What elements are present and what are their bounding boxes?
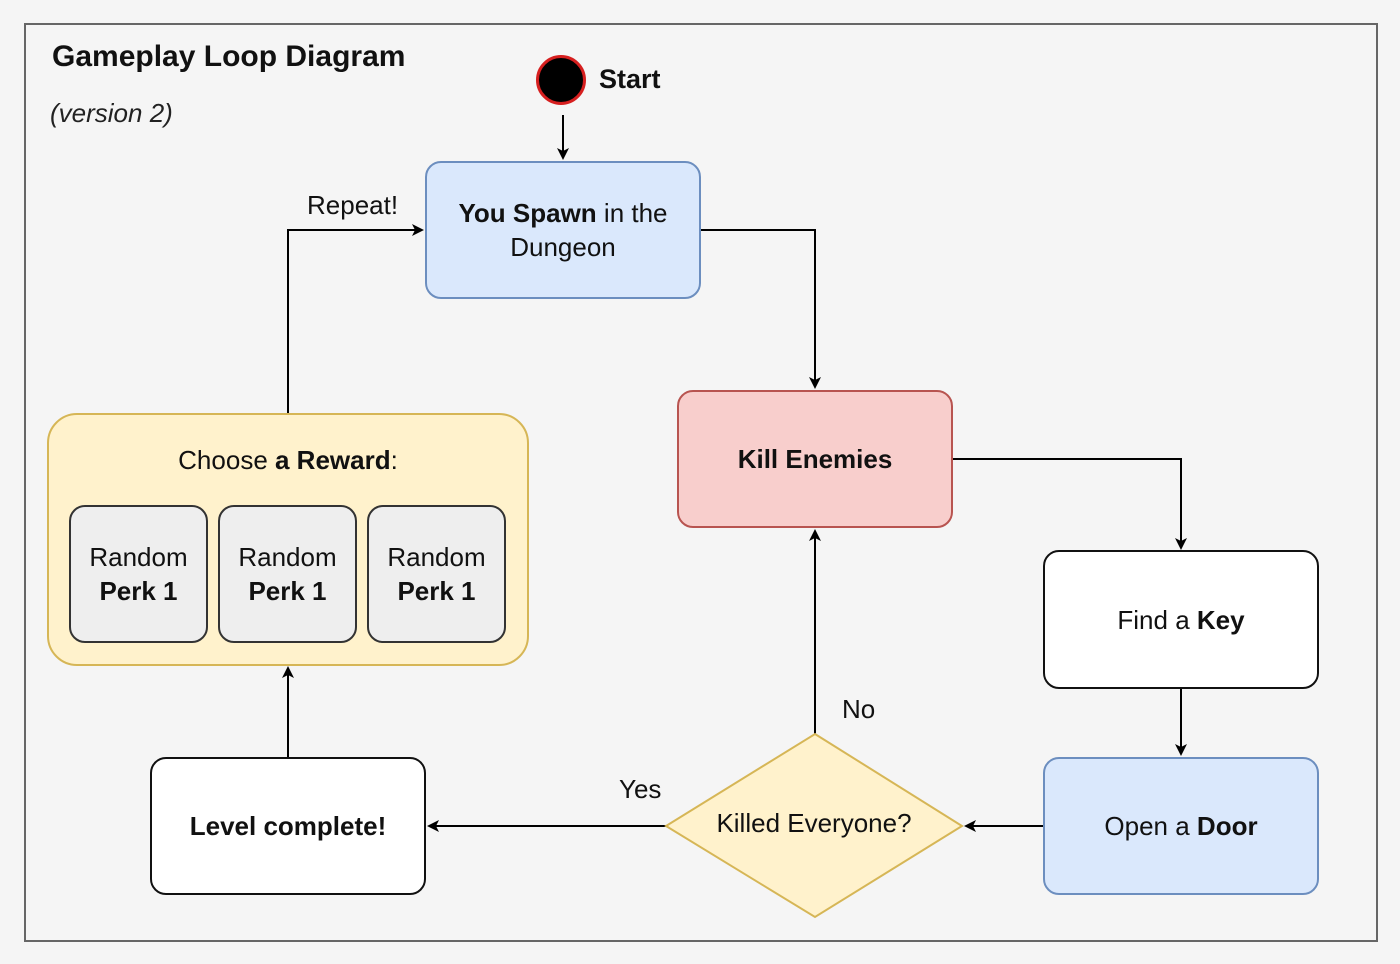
find-key-bold: Key [1196,604,1245,635]
kill-enemies-node: Kill Enemies [677,390,953,528]
level-complete-node: Level complete! [150,757,426,895]
reward-bold: a Reward [275,445,391,475]
open-door-label: Open a Door [1104,809,1257,843]
reward-title: Choose a Reward: [178,443,398,477]
edge-label-no: No [842,694,876,724]
start-node [536,55,586,105]
find-key-label: Find a Key [1117,603,1244,637]
level-complete-label: Level complete! [189,811,387,841]
decision-diamond [664,732,964,919]
spawn-line1: You Spawn in the [458,196,667,230]
spawn-node: You Spawn in the Dungeon [425,161,701,299]
perk-line1: Random [238,542,337,572]
kill-enemies-label: Kill Enemies [737,444,893,474]
open-door-bold: Door [1196,811,1258,841]
edge-label-yes: Yes [619,774,662,804]
decision-label: Killed Everyone? [716,808,912,838]
edge-kill-to-find-key [953,458,1187,550]
edge-spawn-to-kill [701,229,821,389]
start-label: Start [599,64,661,94]
find-key-pre: Find a [1117,604,1197,635]
spawn-bold: You Spawn [458,198,597,228]
perk-line2: Perk 1 [99,576,178,606]
reward-pre: Choose [178,445,275,475]
perk-option[interactable]: Random Perk 1 [69,505,208,643]
perk-line2: Perk 1 [397,576,476,606]
perk-option[interactable]: Random Perk 1 [367,505,506,643]
reward-post: : [390,445,398,475]
perk-option[interactable]: Random Perk 1 [218,505,357,643]
find-key-node: Find a Key [1043,550,1319,689]
edge-reward-to-spawn [287,224,424,413]
edge-label-repeat: Repeat! [307,190,399,220]
diagram-subtitle: (version 2) [50,98,173,128]
open-door-pre: Open a [1104,811,1197,841]
perk-line2: Perk 1 [248,576,327,606]
open-door-node: Open a Door [1043,757,1319,895]
perk-line1: Random [387,542,486,572]
spawn-line2: Dungeon [510,232,616,262]
perk-line1: Random [89,542,188,572]
diagram-title: Gameplay Loop Diagram [52,40,406,73]
spawn-rest: in the [596,198,668,228]
